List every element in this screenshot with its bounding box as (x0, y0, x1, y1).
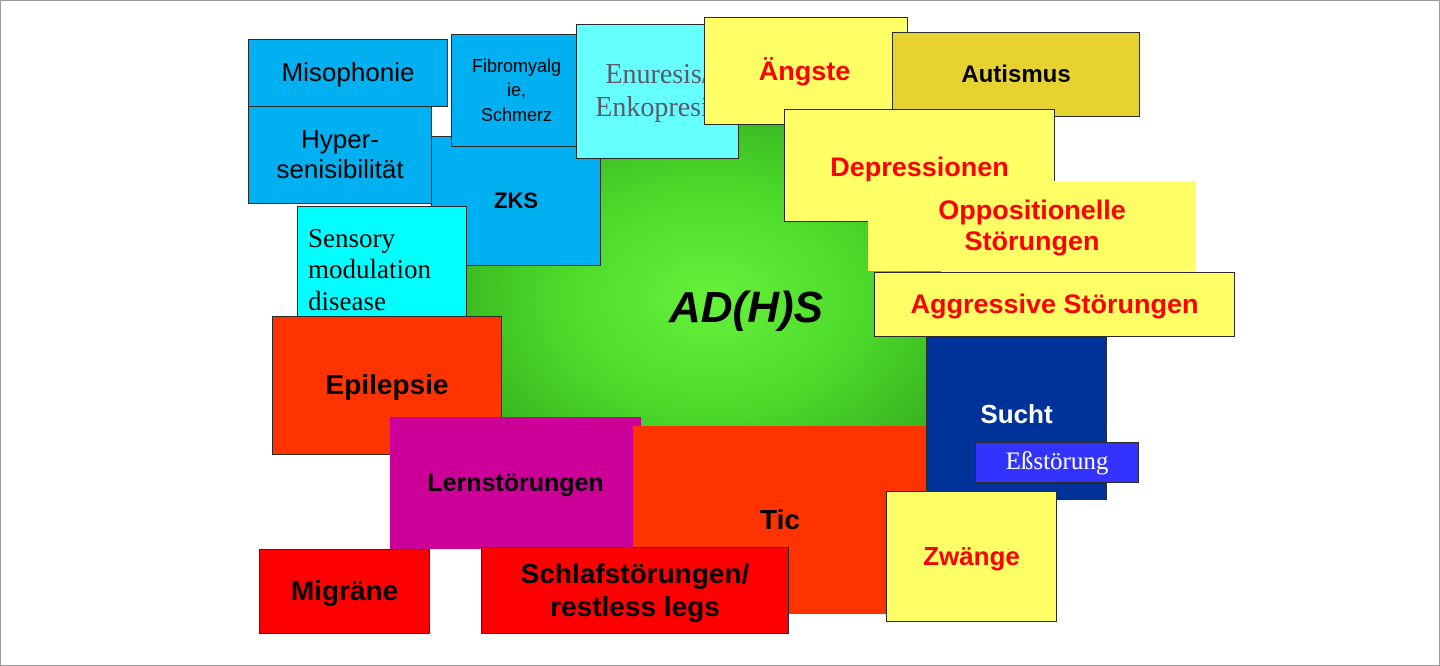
box-misophonie: Misophonie (248, 39, 448, 107)
box-zwaenge: Zwänge (886, 491, 1057, 622)
box-schlafstoerungen-label: Schlafstörungen/ restless legs (520, 558, 750, 622)
box-lernstoerungen-label: Lernstörungen (427, 468, 604, 497)
box-schlafstoerungen: Schlafstörungen/ restless legs (481, 547, 789, 634)
box-autismus: Autismus (892, 32, 1140, 117)
box-zks-label: ZKS (494, 188, 538, 214)
box-epilepsie-label: Epilepsie (325, 369, 449, 401)
box-hypersensibilitaet-label: Hyper- senisibilität (276, 124, 404, 184)
center-adhs-label: AD(H)S (669, 283, 823, 332)
box-lernstoerungen: Lernstörungen (390, 417, 641, 549)
box-sensory: Sensory modulation disease (297, 206, 467, 334)
box-fibromyalgie: Fibromyalg ie, Schmerz (451, 34, 582, 147)
box-aggressive: Aggressive Störungen (874, 272, 1235, 337)
box-sucht-label: Sucht (980, 399, 1053, 429)
box-sensory-label: Sensory modulation disease (308, 223, 431, 316)
box-oppositionelle-label: Oppositionelle Störungen (938, 194, 1126, 256)
box-aggressive-label: Aggressive Störungen (910, 288, 1199, 319)
box-depressionen-label: Depressionen (830, 152, 1009, 182)
box-migraene-label: Migräne (290, 575, 399, 607)
box-essstoerung: Eßstörung (975, 442, 1139, 483)
box-oppositionelle: Oppositionelle Störungen (868, 181, 1196, 271)
box-hypersensibilitaet: Hyper- senisibilität (248, 106, 432, 204)
box-tic-label: Tic (760, 503, 800, 535)
box-autismus-label: Autismus (961, 60, 1071, 88)
box-essstoerung-label: Eßstörung (1005, 448, 1109, 476)
box-migraene: Migräne (259, 549, 430, 634)
box-misophonie-label: Misophonie (281, 57, 415, 88)
box-zwaenge-label: Zwänge (923, 540, 1020, 571)
box-fibromyalgie-label: Fibromyalg ie, Schmerz (471, 56, 562, 125)
box-aengste-label: Ängste (758, 56, 851, 86)
box-enuresis-label: Enuresis/ Enkopresis (595, 59, 720, 123)
